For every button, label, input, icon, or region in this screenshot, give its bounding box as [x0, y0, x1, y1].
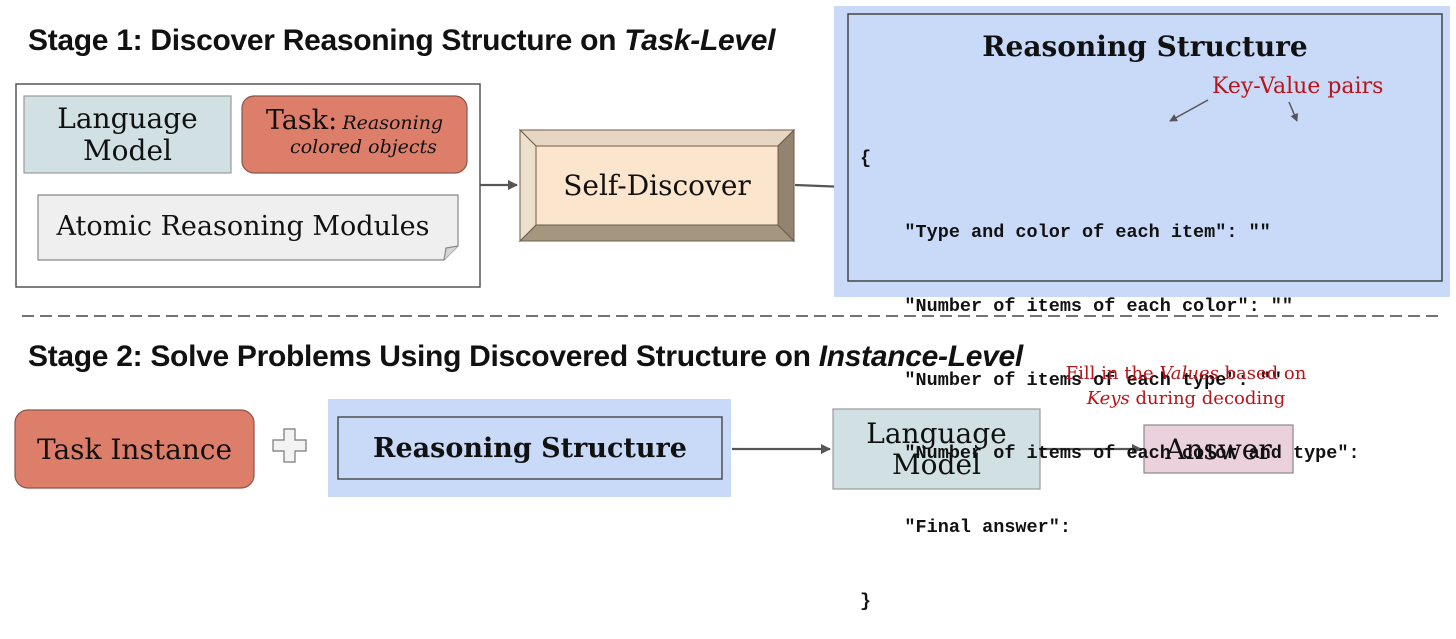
stage2-language-model-label: Language Model: [833, 409, 1040, 489]
language-model-label: Language Model: [24, 96, 231, 173]
task-instance-label: Task Instance: [36, 432, 233, 466]
fill-note-2-emph: Keys: [1086, 388, 1130, 409]
stage2-title: Stage 2: Solve Problems Using Discovered…: [28, 340, 1023, 374]
fill-note-1-pre: Fill in the: [1065, 363, 1160, 384]
structure-panel: [847, 13, 1443, 282]
kv-note: Key-Value pairs: [1212, 74, 1384, 99]
diagram-canvas: [14, 6, 1450, 497]
stage2-language-model-line-1: Language: [866, 417, 1007, 450]
code-line-2: "Type and color of each item": "": [860, 221, 1271, 243]
structure-panel-title: Reasoning Structure: [982, 30, 1308, 63]
stage1-title-emph: Task-Level: [624, 24, 776, 57]
stage1-title-prefix: Stage 1: Discover Reasoning Structure on: [28, 24, 625, 57]
atomic-modules-fold: [443, 245, 459, 261]
structure-code: { "Type and color of each item": "" "Num…: [860, 98, 1360, 639]
answer-box: [1143, 424, 1294, 474]
kv-arrow-to-value: [1288, 101, 1298, 122]
task-label: Task: Reasoning colored objects: [242, 96, 467, 173]
answer-label: Answer: [1165, 432, 1272, 466]
fill-note-line-1: Fill in the Values based on: [1040, 361, 1332, 386]
code-line-4: "Number of items of each type": "": [860, 369, 1282, 391]
task-label-desc-1: Reasoning: [342, 112, 444, 134]
stage2-structure-label: Reasoning Structure: [373, 432, 687, 464]
task-label-title: Task:: [265, 105, 338, 136]
stage1-title: Stage 1: Discover Reasoning Structure on…: [28, 24, 775, 58]
task-instance-box: [14, 409, 255, 489]
code-line-5: "Number of items of each color and type"…: [860, 443, 1360, 465]
self-discover-box: [518, 128, 796, 243]
kv-arrow-to-key: [1169, 99, 1209, 122]
self-discover-label: Self-Discover: [563, 169, 751, 202]
language-model-box: [23, 95, 232, 174]
code-line-6: "Final answer":: [860, 517, 1071, 539]
stage2-language-model-box: [832, 408, 1041, 490]
fill-note: Fill in the Values based on Keys during …: [1040, 361, 1332, 411]
stage2-language-model-line-2: Model: [892, 448, 981, 481]
stage2-title-prefix: Stage 2: Solve Problems Using Discovered…: [28, 340, 819, 373]
fill-note-line-2: Keys during decoding: [1040, 386, 1332, 411]
language-model-line-2: Model: [83, 133, 172, 167]
code-line-1: {: [860, 148, 872, 170]
language-model-line-1: Language: [57, 101, 198, 135]
stage2-title-emph: Instance-Level: [818, 340, 1024, 373]
code-line-7: }: [860, 590, 872, 612]
fill-note-1-post: based on: [1218, 363, 1307, 384]
plus-icon: [272, 428, 307, 463]
code-line-3: "Number of items of each color": "": [860, 295, 1293, 317]
fill-note-1-emph: Values: [1159, 363, 1219, 384]
stage2-structure-box: [337, 416, 723, 480]
task-box: [241, 95, 468, 174]
task-label-desc-2: colored objects: [290, 136, 437, 158]
fill-note-2-post: during decoding: [1129, 388, 1286, 409]
atomic-modules-label: Atomic Reasoning Modules: [56, 210, 430, 242]
